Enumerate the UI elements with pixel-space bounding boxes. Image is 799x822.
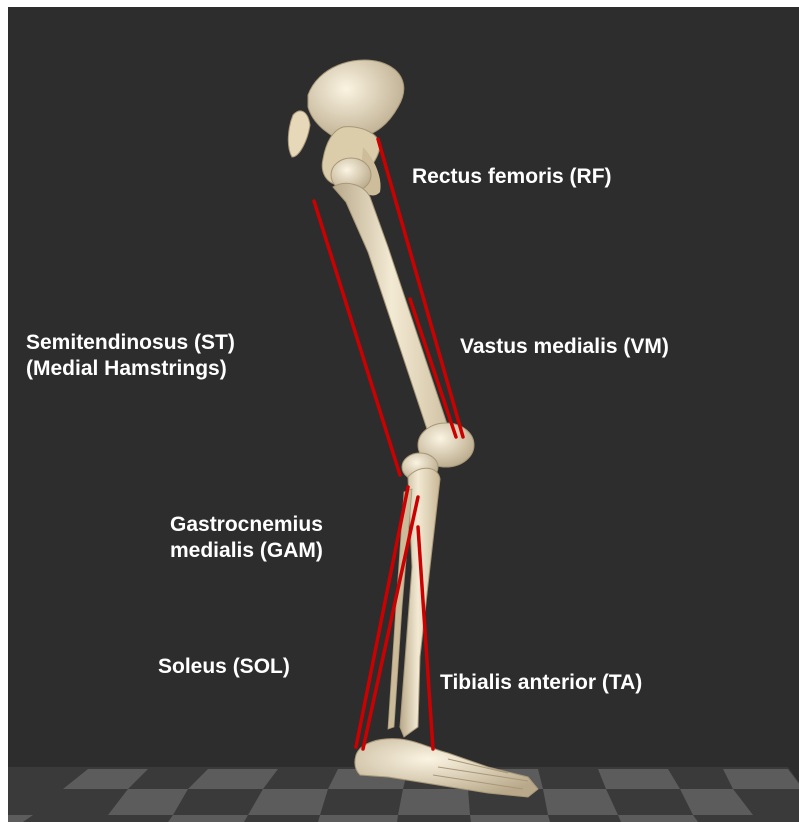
3d-viewport: Rectus femoris (RF) Vastus medialis (VM)… [8, 7, 799, 822]
semitendinosus-label-line1: Semitendinosus (ST) [26, 330, 235, 356]
tibialis-anterior-label: Tibialis anterior (TA) [440, 670, 642, 696]
gastrocnemius-label-line1: Gastrocnemius [170, 512, 323, 538]
soleus-label: Soleus (SOL) [158, 654, 290, 680]
semitendinosus-label-line2: (Medial Hamstrings) [26, 356, 235, 382]
semitendinosus-label: Semitendinosus (ST) (Medial Hamstrings) [26, 330, 235, 382]
vastus-medialis-label: Vastus medialis (VM) [460, 334, 669, 360]
leg-model-scene [8, 7, 799, 822]
gastrocnemius-label: Gastrocnemius medialis (GAM) [170, 512, 323, 564]
gastrocnemius-label-line2: medialis (GAM) [170, 538, 323, 564]
semitendinosus-line [314, 201, 400, 475]
rectus-femoris-label: Rectus femoris (RF) [412, 164, 612, 190]
